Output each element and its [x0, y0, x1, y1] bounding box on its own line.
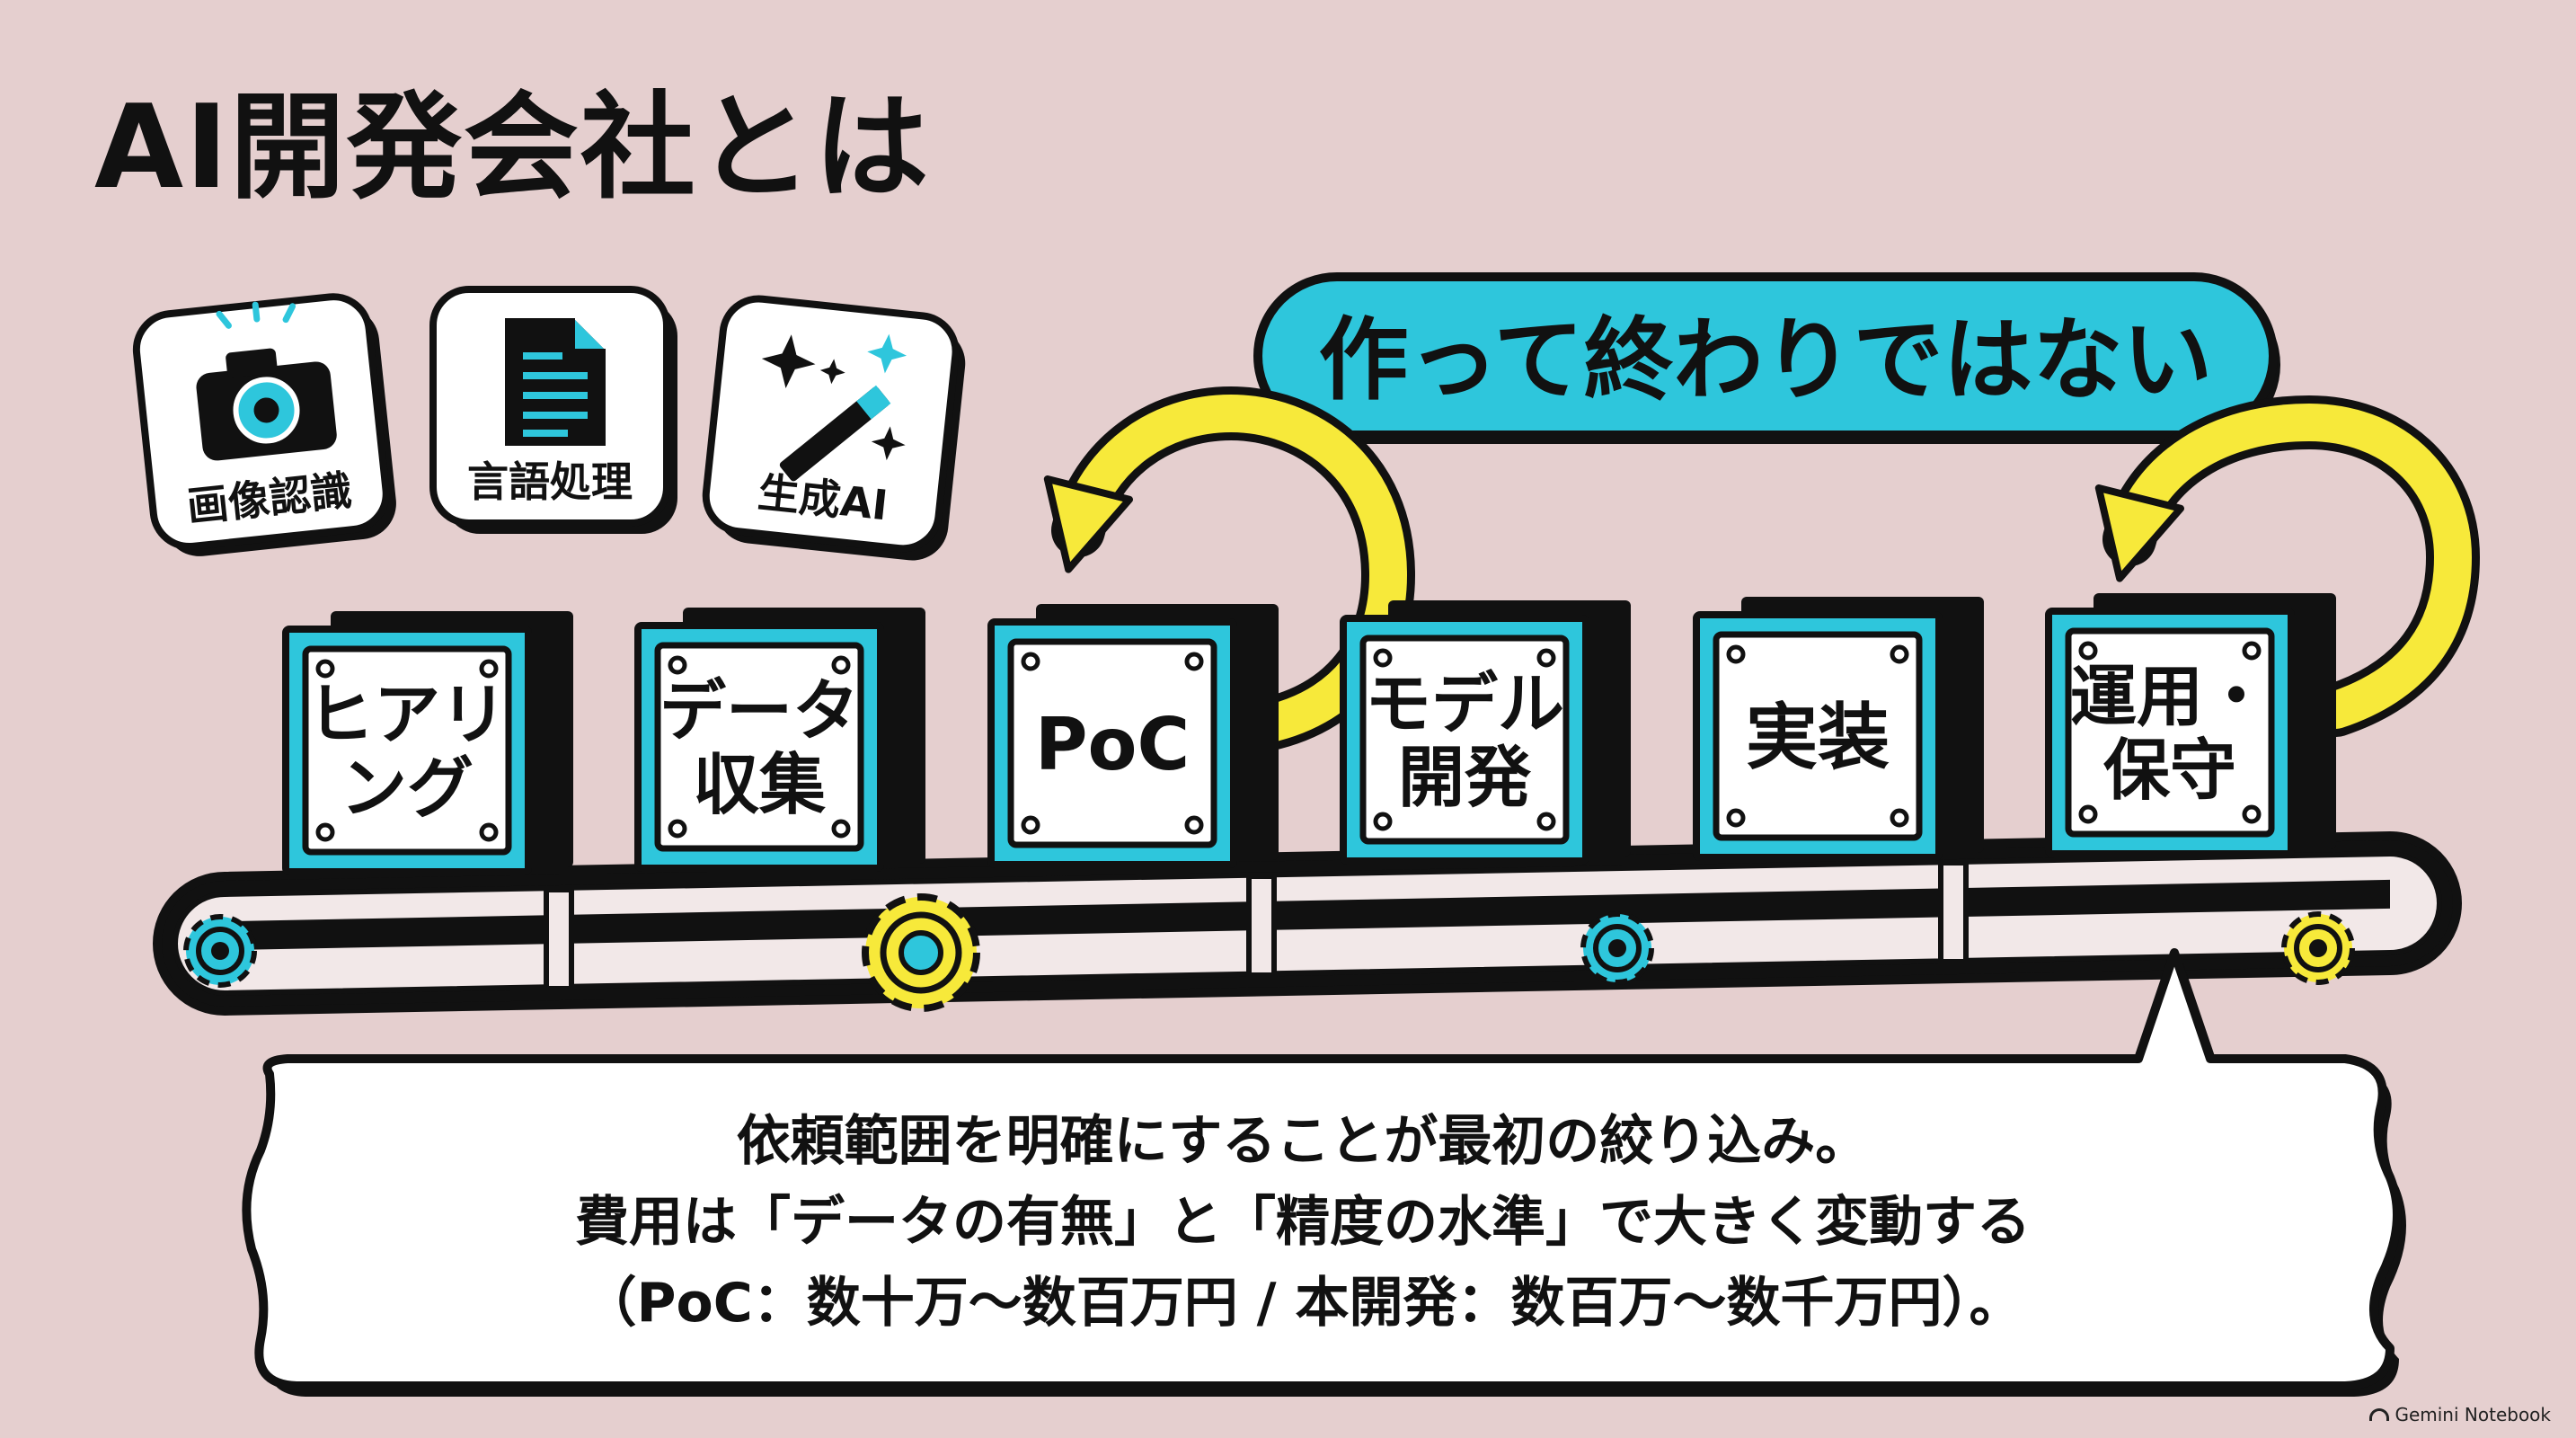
belt-struts: [544, 860, 1969, 991]
callout-line-3: （PoC：数十万〜数百万円 / 本開発：数百万〜数千万円）。: [583, 1272, 2023, 1335]
bolt-icon: [2242, 804, 2262, 824]
bolt-icon: [668, 655, 687, 675]
cycle-arrow-right: [2094, 395, 2481, 737]
bolt-icon: [1890, 644, 1909, 664]
bolt-icon: [1726, 644, 1746, 664]
process-step-label: ング: [341, 750, 474, 828]
gear-icon: [2281, 911, 2355, 985]
callout-bubble: 依頼範囲を明確にすることが最初の絞り込み。 費用は「データの有無」と「精度の水準…: [242, 948, 2406, 1397]
process-step-box: 実装: [1693, 597, 1984, 861]
process-step-label: データ: [659, 673, 859, 750]
callout-line-1: 依頼範囲を明確にすることが最初の絞り込み。: [737, 1110, 1870, 1173]
bolt-icon: [1373, 648, 1393, 668]
callout-line-2: 費用は「データの有無」と「精度の水準」で大きく変動する: [575, 1191, 2031, 1254]
bolt-icon: [479, 822, 499, 842]
bolt-icon: [2078, 804, 2098, 824]
process-step-label: PoC: [1035, 703, 1190, 786]
bolt-icon: [831, 819, 851, 839]
gemini-logo-icon: [2369, 1408, 2390, 1421]
process-step-label: 開発: [1398, 740, 1532, 817]
footer-credit: Gemini Notebook: [2369, 1404, 2551, 1425]
gear-icon: [1580, 911, 1654, 985]
category-card-language-processing: 言語処理: [429, 286, 677, 534]
document-icon: [505, 318, 606, 446]
bolt-icon: [2078, 641, 2098, 661]
process-step-box: PoC: [987, 604, 1279, 868]
bolt-icon: [1021, 652, 1040, 671]
bolt-icon: [1184, 652, 1204, 671]
process-step-box: 運用・保守: [2045, 593, 2336, 857]
footer-text: Gemini Notebook: [2395, 1404, 2551, 1425]
process-step-label: モデル: [1365, 666, 1564, 743]
gear-icon: [183, 914, 257, 988]
bolt-icon: [2242, 641, 2262, 661]
process-step-label: 保守: [2103, 732, 2236, 810]
process-step-label: 実装: [1746, 696, 1890, 779]
bolt-icon: [315, 822, 335, 842]
process-step-label: 収集: [693, 747, 826, 824]
magic-wand-icon: [761, 333, 907, 482]
cycle-banner: 作って終わりではない: [1253, 272, 2280, 444]
category-card-image-recognition: 画像認識: [132, 293, 396, 556]
process-step-label: 運用・: [2070, 659, 2270, 736]
bolt-icon: [1726, 808, 1746, 828]
process-step-label: ヒアリ: [307, 677, 507, 754]
camera-icon: [196, 301, 337, 461]
bolt-icon: [315, 659, 335, 679]
bolt-icon: [668, 819, 687, 839]
bolt-icon: [1536, 812, 1556, 831]
conveyor-belt: [153, 830, 2462, 1016]
bolt-icon: [831, 655, 851, 675]
category-card-generative-ai: 生成AI: [702, 295, 966, 561]
bolt-icon: [1890, 808, 1909, 828]
cycle-banner-text: 作って終わりではない: [1319, 307, 2213, 413]
bolt-icon: [1536, 648, 1556, 668]
page-title: AI開発会社とは: [94, 81, 931, 215]
bolt-icon: [1021, 815, 1040, 835]
bolt-icon: [479, 659, 499, 679]
category-label: 言語処理: [467, 457, 633, 506]
bolt-icon: [1373, 812, 1393, 831]
bolt-icon: [1184, 815, 1204, 835]
gear-icon: [862, 893, 980, 1012]
